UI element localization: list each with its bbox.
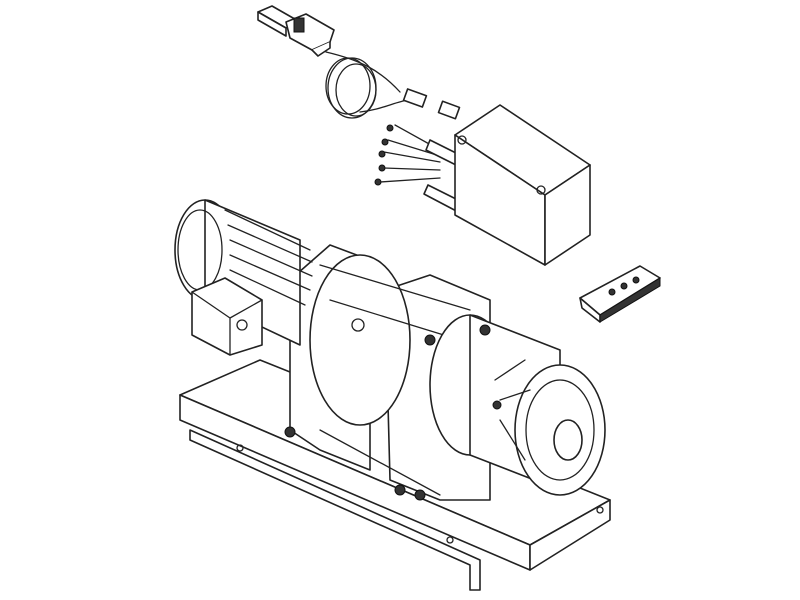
coiled-cable [325, 51, 409, 119]
remote-switch [257, 5, 335, 57]
electric-motor [174, 199, 313, 356]
control-box [454, 104, 591, 266]
wireless-pendant [579, 265, 661, 323]
gearbox [414, 314, 606, 501]
cable-drum [309, 254, 411, 426]
cable-connector [402, 88, 461, 120]
